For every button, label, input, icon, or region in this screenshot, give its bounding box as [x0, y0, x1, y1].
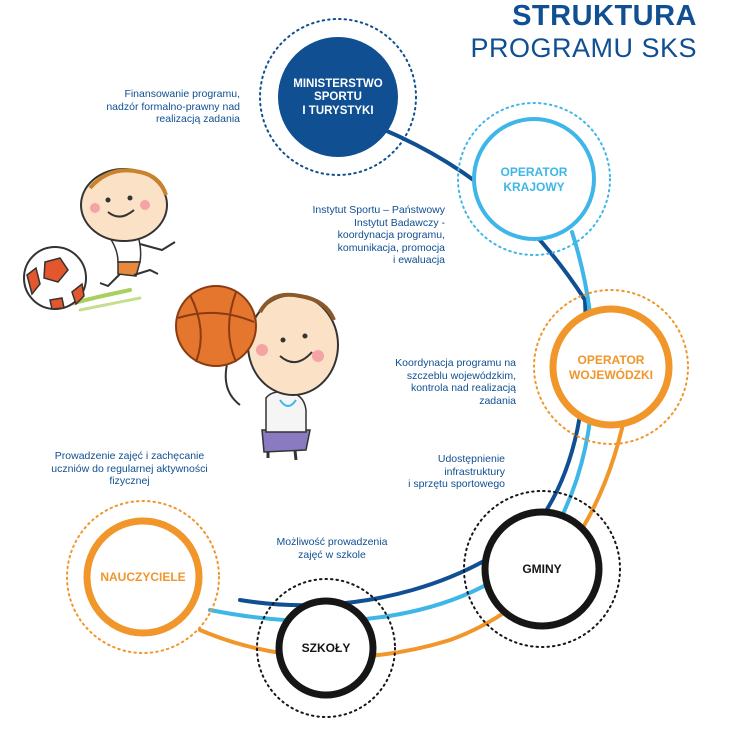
schools-description: Możliwość prowadzenia zajęć w szkole — [262, 536, 402, 561]
boy-with-soccer-ball-illustration — [24, 169, 175, 310]
diagram-title: STRUKTURA — [512, 0, 697, 33]
ministry-description: Finansowanie programu, nadzór formalno-p… — [70, 88, 240, 126]
regional-operator-description: Koordynacja programu na szczeblu wojewód… — [346, 357, 516, 407]
teachers-description: Prowadzenie zajęć i zachęcanie uczniów d… — [42, 450, 217, 488]
regional-operator-label: OPERATOR WOJEWÓDZKI — [556, 352, 666, 384]
national-operator-description: Instytut Sportu – Państwowy Instytut Bad… — [285, 204, 445, 267]
diagram-subtitle: PROGRAMU SKS — [470, 33, 697, 64]
boy-with-basketball-illustration — [176, 286, 338, 460]
municipalities-description: Udostępnienie infrastruktury i sprzętu s… — [375, 453, 505, 491]
national-operator-label: OPERATOR KRAJOWY — [484, 164, 584, 196]
ministry-label: MINISTERSTWO SPORTU I TURYSTYKI — [283, 72, 393, 124]
teachers-label: NAUCZYCIELE — [88, 568, 198, 586]
municipalities-label: GMINY — [497, 560, 587, 578]
schools-label: SZKOŁY — [286, 639, 366, 657]
